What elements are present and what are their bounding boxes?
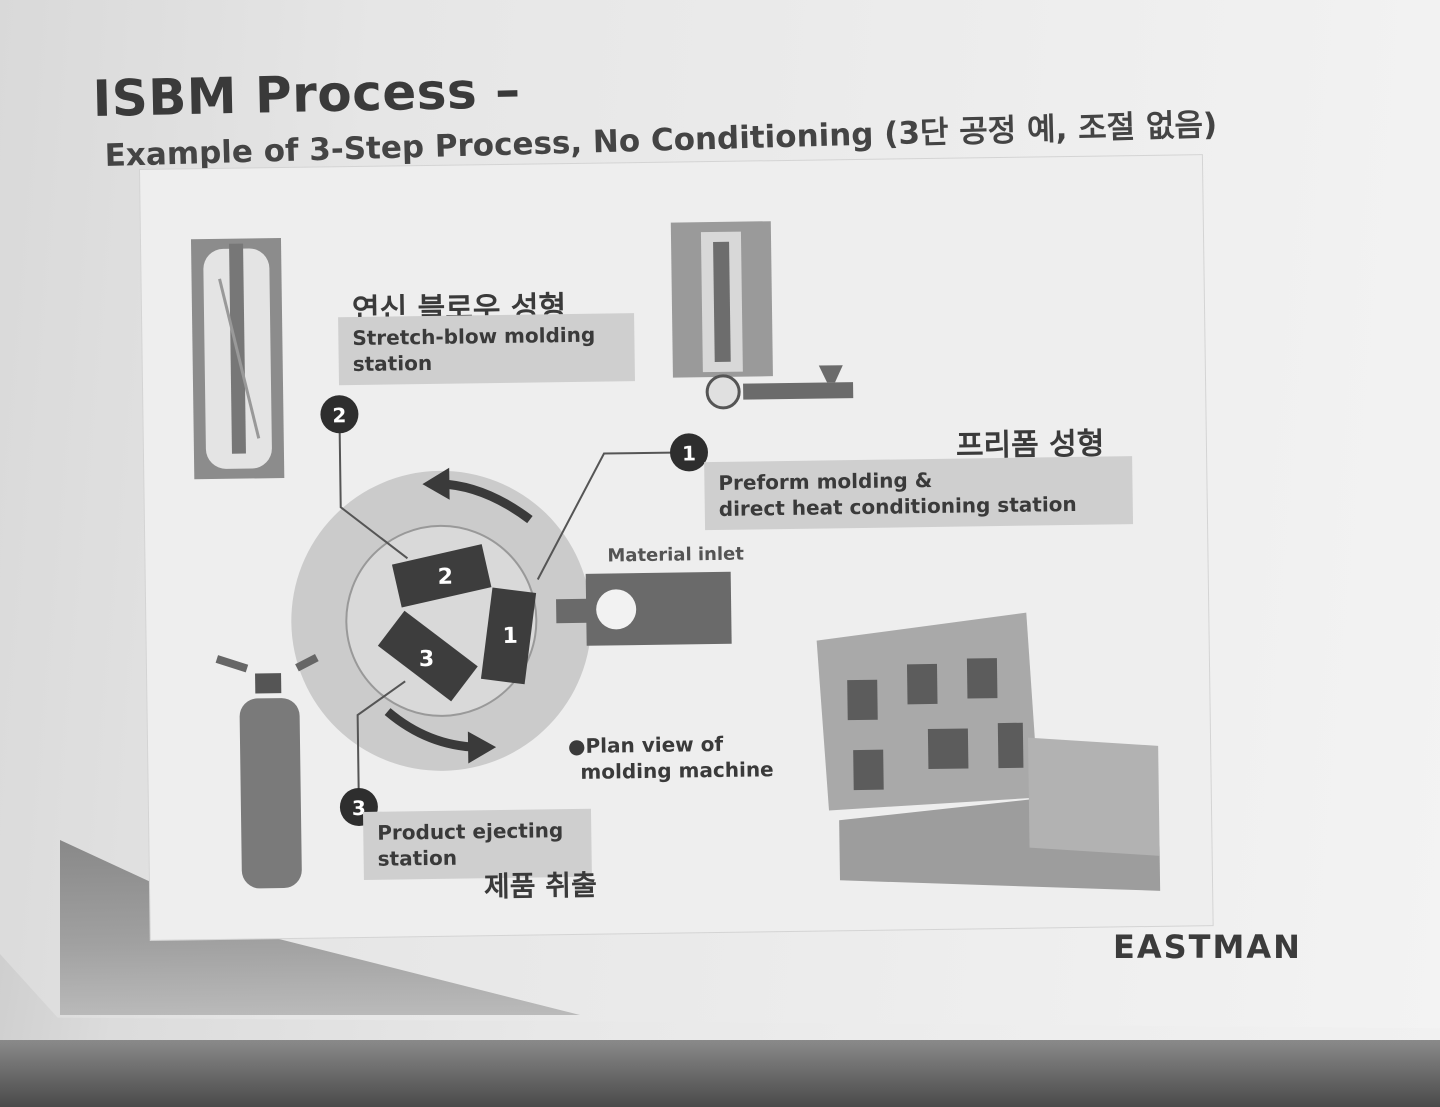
station-block-2 xyxy=(391,544,492,608)
marker-2-icon xyxy=(320,395,359,434)
marker-1-icon xyxy=(669,433,708,472)
block-label-1: 1 xyxy=(502,624,518,649)
material-inlet-label: Material inlet xyxy=(607,543,745,567)
station-block-1 xyxy=(480,587,537,685)
leader-line-1 xyxy=(536,451,690,580)
block-label-2: 2 xyxy=(438,565,454,590)
station-2-caption: Stretch-blow molding station xyxy=(338,313,635,386)
station-3-korean-label: 제품 취출 xyxy=(483,868,598,904)
leader-line-3 xyxy=(356,680,406,808)
station-3-line-1: Product ejecting xyxy=(377,818,564,845)
station-1-line-2: direct heat conditioning station xyxy=(718,491,1077,521)
rotation-arrow-bottom xyxy=(384,708,479,752)
block-label-3: 3 xyxy=(419,647,435,672)
table-surface xyxy=(0,1040,1440,1107)
plan-view-line-2: molding machine xyxy=(580,757,774,784)
material-inlet-unit xyxy=(556,571,732,646)
station-2-line-2: station xyxy=(352,350,433,377)
blow-mold-illustration xyxy=(190,238,285,480)
eastman-logo: EASTMAN xyxy=(1113,928,1302,966)
bottle-illustration xyxy=(215,654,319,889)
marker-3-label: 3 xyxy=(352,796,366,820)
leader-line-2 xyxy=(338,414,409,560)
rotary-table: 2 1 3 xyxy=(291,470,592,771)
arrow-head-top-icon xyxy=(422,467,450,500)
station-1-caption: Preform molding & direct heat conditioni… xyxy=(704,456,1134,531)
process-diagram: 2 1 3 1 2 3 xyxy=(190,221,1161,891)
station-2-line-1: Stretch-blow molding xyxy=(352,322,596,351)
marker-1-label: 1 xyxy=(682,441,696,465)
plan-view-line-1: ●Plan view of xyxy=(567,731,724,759)
preform-mold-illustration xyxy=(670,221,854,410)
slide-title: ISBM Process – xyxy=(92,61,522,128)
arrow-head-bottom-icon xyxy=(467,731,497,764)
molding-machine-photo xyxy=(816,612,1161,891)
station-block-3 xyxy=(377,610,478,702)
marker-2-label: 2 xyxy=(332,403,346,427)
process-figure: 2 1 3 1 2 3 xyxy=(140,155,1213,940)
